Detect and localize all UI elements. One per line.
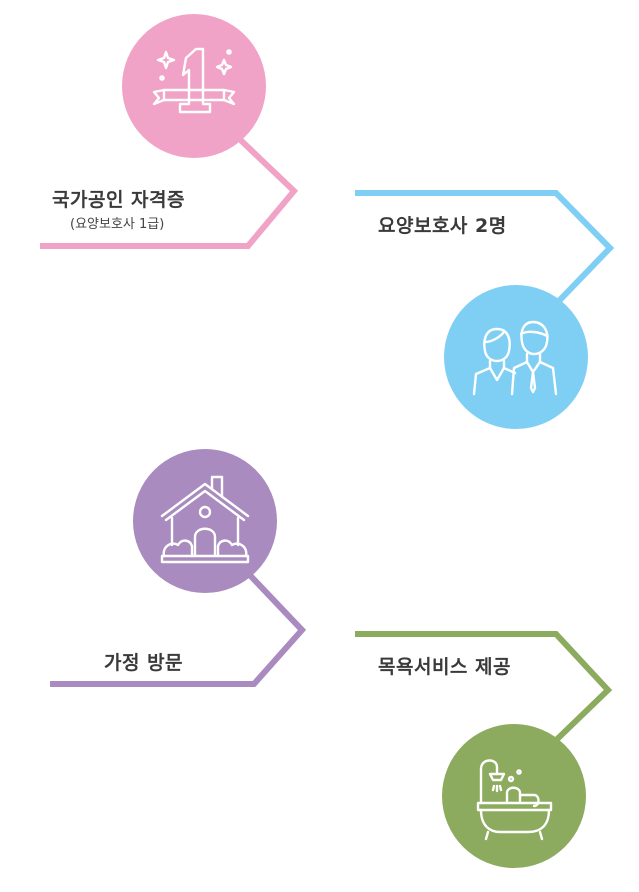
feature-title-home-visit: 가정 방문 bbox=[104, 652, 184, 674]
feature-title-caregivers: 요양보호사 2명 bbox=[378, 215, 507, 237]
caregivers-badge bbox=[444, 285, 588, 429]
bath-service-badge bbox=[442, 724, 586, 868]
feature-title-certificate: 국가공인 자격증 bbox=[52, 189, 185, 211]
connector-line-bath bbox=[355, 631, 613, 749]
home-visit-badge bbox=[133, 449, 277, 593]
connector-line-caregivers bbox=[355, 190, 615, 307]
bathtub-shower-icon bbox=[476, 759, 553, 841]
house-icon bbox=[160, 475, 250, 564]
certificate-badge bbox=[122, 14, 266, 158]
connector-line-certificate bbox=[40, 127, 299, 249]
feature-subtitle-certificate: (요양보호사 1급) bbox=[70, 217, 165, 232]
number-one-ribbon-icon bbox=[152, 47, 236, 114]
caregivers-couple-icon bbox=[472, 320, 558, 396]
connector-line-home-visit bbox=[50, 567, 307, 687]
feature-title-bath-service: 목욕서비스 제공 bbox=[378, 656, 511, 678]
